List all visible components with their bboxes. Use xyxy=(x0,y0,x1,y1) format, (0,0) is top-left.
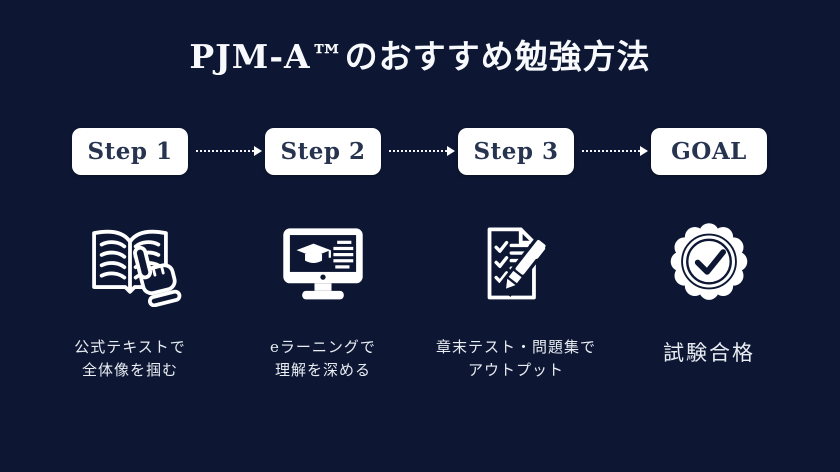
step-2-box: Step 2 xyxy=(265,128,381,175)
goal-column: GOAL 試験合格 xyxy=(613,128,805,365)
step-1-description-line1: 公式テキストで xyxy=(74,338,186,356)
step-3-description-line1: 章末テスト・問題集で xyxy=(435,338,596,356)
step-1-box: Step 1 xyxy=(72,128,188,175)
step-2-column: Step 2 eラーニングで 理解を深める xyxy=(227,128,419,382)
arrowhead-icon xyxy=(447,146,455,156)
step-1-description-line2: 全体像を掴む xyxy=(81,361,178,379)
goal-description-text: 試験合格 xyxy=(663,341,755,365)
step-3-description: 章末テスト・問題集で アウトプット xyxy=(420,336,612,382)
dotted-arrow-3 xyxy=(582,146,648,156)
page-title: PJM-A™のおすすめ勉強方法 xyxy=(189,37,651,76)
step-1-description: 公式テキストで 全体像を掴む xyxy=(34,336,226,382)
arrowhead-icon xyxy=(640,146,648,156)
step-2-label: Step 2 xyxy=(280,138,366,165)
open-book-hand-icon xyxy=(34,212,226,312)
step-2-description: eラーニングで 理解を深める xyxy=(227,336,419,382)
step-3-box: Step 3 xyxy=(458,128,574,175)
step-3-label: Step 3 xyxy=(473,138,559,165)
step-2-description-line2: 理解を深める xyxy=(274,361,371,379)
goal-box: GOAL xyxy=(651,128,767,175)
step-1-column: Step 1 xyxy=(34,128,226,382)
certification-badge-icon xyxy=(613,212,805,312)
dotted-arrow-1 xyxy=(196,146,262,156)
step-1-label: Step 1 xyxy=(87,138,173,165)
checklist-pen-icon xyxy=(420,212,612,312)
goal-description: 試験合格 xyxy=(613,342,805,365)
goal-label: GOAL xyxy=(671,138,747,165)
dotted-arrow-2 xyxy=(389,146,455,156)
step-3-column: Step 3 xyxy=(420,128,612,382)
step-2-description-line1: eラーニングで xyxy=(270,338,376,356)
step-3-description-line2: アウトプット xyxy=(467,361,564,379)
arrowhead-icon xyxy=(254,146,262,156)
elearning-monitor-icon xyxy=(227,212,419,312)
